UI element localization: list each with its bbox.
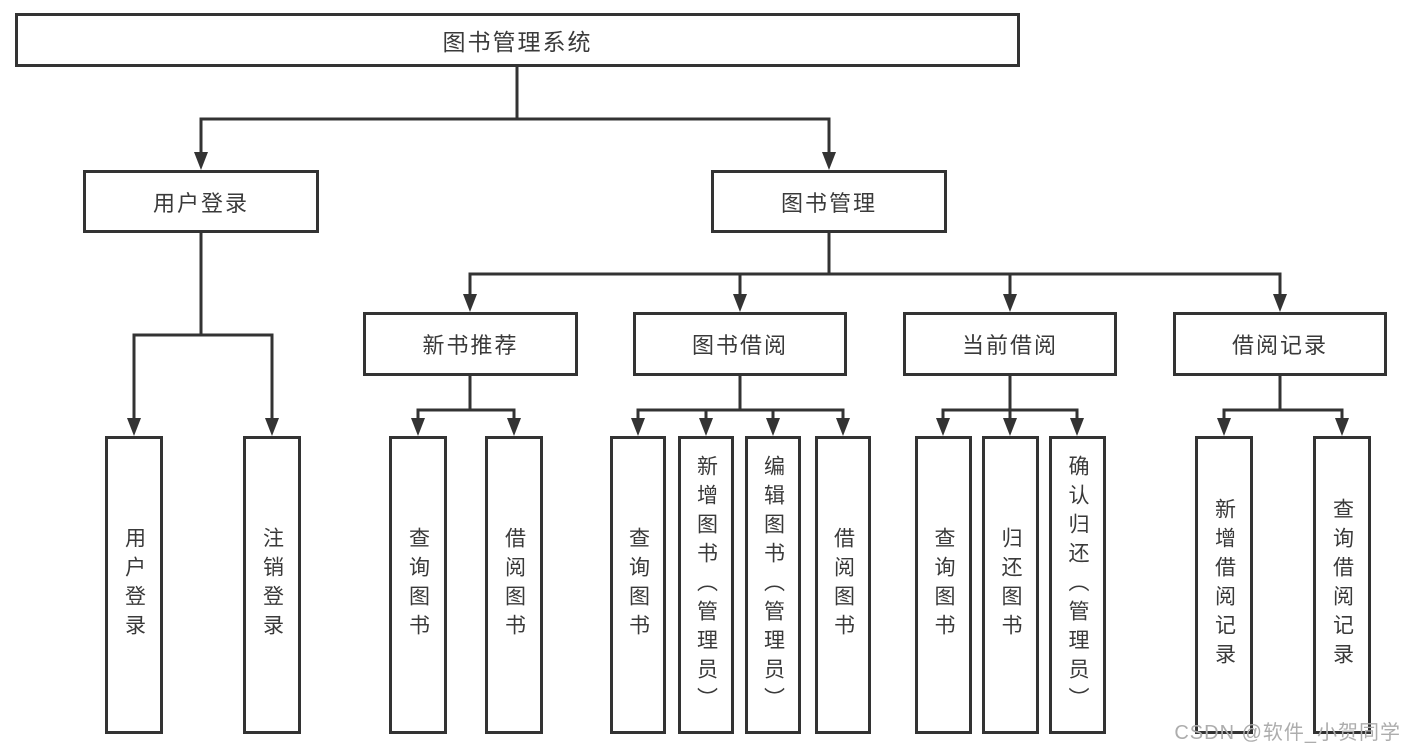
- leaf-query-borrow-record: 查询借阅记录: [1313, 436, 1371, 734]
- node-borrow-records: 借阅记录: [1173, 312, 1387, 376]
- leaf-query-book-recommend: 查询图书: [389, 436, 447, 734]
- leaf-user-login: 用户登录: [105, 436, 163, 734]
- csdn-watermark: CSDN @软件_小贺同学: [1174, 722, 1401, 744]
- leaf-query-book-borrow: 查询图书: [610, 436, 666, 734]
- leaf-confirm-return-admin: 确认归还（管理员）: [1049, 436, 1106, 734]
- node-new-book-recommend: 新书推荐: [363, 312, 578, 376]
- leaf-add-borrow-record: 新增借阅记录: [1195, 436, 1253, 734]
- leaf-borrow-book: 借阅图书: [815, 436, 871, 734]
- node-current-borrow: 当前借阅: [903, 312, 1117, 376]
- node-book-borrow: 图书借阅: [633, 312, 847, 376]
- leaf-edit-book-admin: 编辑图书（管理员）: [745, 436, 801, 734]
- leaf-query-book-current: 查询图书: [915, 436, 972, 734]
- leaf-add-book-admin: 新增图书（管理员）: [678, 436, 734, 734]
- leaf-logout: 注销登录: [243, 436, 301, 734]
- leaf-return-book: 归还图书: [982, 436, 1039, 734]
- leaf-borrow-book-recommend: 借阅图书: [485, 436, 543, 734]
- node-book-management: 图书管理: [711, 170, 947, 233]
- node-user-login: 用户登录: [83, 170, 319, 233]
- arrowheads: [127, 152, 1349, 436]
- node-library-management-system: 图书管理系统: [15, 13, 1020, 67]
